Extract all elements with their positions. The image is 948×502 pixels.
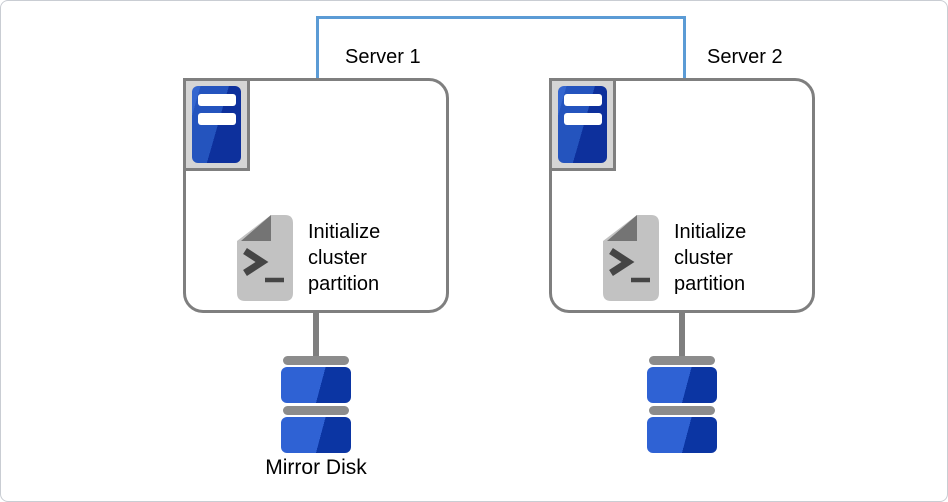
mirror-disk-icon	[647, 356, 717, 453]
disk-cap	[283, 406, 349, 415]
interconnect-link	[316, 16, 686, 78]
mirror-disk-label: Mirror Disk	[265, 456, 367, 479]
server2-disk-link	[679, 311, 685, 357]
server-tower-slot	[198, 94, 236, 106]
server1-label: Server 1	[345, 46, 421, 68]
server-tower-slot	[564, 94, 602, 106]
server-tower-slot	[564, 113, 602, 125]
script-terminal-icon	[237, 215, 293, 301]
disk-platter	[647, 367, 717, 403]
script-step-label: Initialize cluster partition	[674, 221, 747, 295]
disk-platter	[281, 367, 351, 403]
script-terminal-icon	[603, 215, 659, 301]
server-tower-icon	[549, 78, 616, 171]
disk-cap	[649, 406, 715, 415]
disk-platter	[281, 417, 351, 453]
server-tower-body	[192, 86, 241, 163]
server1-node: Initialize cluster partition	[183, 78, 449, 313]
server1-disk-link	[313, 311, 319, 357]
disk-platter	[647, 417, 717, 453]
disk-cap	[283, 356, 349, 365]
server-tower-body	[558, 86, 607, 163]
disk-cap	[649, 356, 715, 365]
server2-node: Initialize cluster partition	[549, 78, 815, 313]
server-tower-slot	[198, 113, 236, 125]
mirror-disk-icon	[281, 356, 351, 453]
server2-label: Server 2	[707, 46, 783, 68]
server-tower-icon	[183, 78, 250, 171]
script-step-label: Initialize cluster partition	[308, 221, 381, 295]
